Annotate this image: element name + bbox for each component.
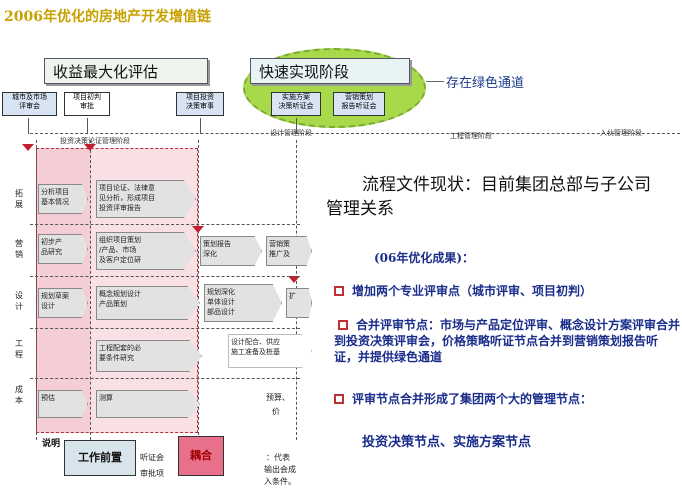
- row-sep-3: [30, 328, 300, 329]
- arrow-down-3: [200, 118, 201, 134]
- legend-left: 说明: [42, 439, 61, 449]
- cell-cost-2: 测算: [96, 390, 200, 418]
- legend-line2: 审批项: [140, 469, 164, 478]
- vline-3: [198, 140, 199, 440]
- row-sep-1: [30, 224, 300, 225]
- cell-cost-3: 预算、: [266, 393, 290, 402]
- cell-marketing-4: 营销策 推广及: [266, 236, 312, 266]
- panel-subtitle: (06年优化成果)：: [374, 251, 475, 265]
- marker-triangle-3: [192, 226, 204, 233]
- panel-heading: 流程文件现状：目前集团总部与子公司管理关系: [326, 175, 651, 219]
- arrow-down-2: [87, 118, 88, 134]
- cell-design-2: 概念规划设计 产品策划: [96, 286, 200, 320]
- panel-bullet-1: 增加两个专业评审点（城市评审、项目初判）: [334, 283, 674, 299]
- row-label-engineering: 工 程: [15, 339, 23, 359]
- row-label-cost: 成 本: [15, 385, 23, 405]
- row-label-expand: 拓 展: [15, 189, 23, 209]
- cell-design-3: 规划深化 单体设计 部品设计: [204, 284, 282, 322]
- row-sep-4: [30, 378, 300, 379]
- vline-1: [36, 140, 37, 440]
- cell-cost-1: 预估: [38, 390, 88, 418]
- coupling-box: 耦合: [178, 436, 224, 476]
- cell-engineering-1: 工程配套的必 要条件研究: [96, 340, 202, 372]
- stage-design-mgmt: 设计管理阶段: [270, 129, 312, 137]
- vline-2: [90, 140, 91, 440]
- cell-design-4: 扩: [286, 288, 312, 318]
- cell-marketing-3: 策划报告 深化: [200, 236, 262, 266]
- marker-triangle-2: [84, 144, 96, 151]
- panel-conclusion: 投资决策节点、实施方案节点: [362, 435, 532, 450]
- bullet-3-text: 评审节点合并形成了集团两个大的管理节点：: [352, 392, 593, 406]
- stage-divider: [30, 133, 680, 134]
- prework-box: 工作前置: [64, 440, 136, 476]
- phase-revenue-maximization: 收益最大化评估: [44, 58, 208, 84]
- arrow-down-4: [296, 118, 297, 134]
- review-project-invest: 项目投资 决策审事: [176, 92, 224, 116]
- bullet-square-icon: [334, 286, 344, 296]
- cell-engineering-2: 设计配合、供应 施工准备及桩基: [228, 334, 312, 368]
- cell-marketing-1: 初步产 品研究: [38, 234, 88, 264]
- bullet-1-text: 增加两个专业评审点（城市评审、项目初判）: [352, 284, 593, 298]
- row-label-marketing: 营 销: [15, 239, 23, 259]
- note-connector: [426, 81, 444, 82]
- legend-right1: ：代表: [266, 453, 290, 462]
- bullet-square-icon: [338, 320, 348, 330]
- review-project-initial: 项目初判 审批: [64, 92, 110, 116]
- bullet-2-text: 合并评审节点：市场与产品定位评审、概念设计方案评审合并到投资决策评审会，价格策略…: [334, 318, 681, 364]
- marker-triangle-1: [22, 144, 34, 151]
- status-panel: 流程文件现状：目前集团总部与子公司管理关系 (06年优化成果)： 增加两个专业评…: [312, 147, 682, 487]
- review-city-market: 城市及市场 评审会: [2, 92, 57, 116]
- panel-bullet-2: 合并评审节点：市场与产品定位评审、概念设计方案评审合并到投资决策评审会，价格策略…: [334, 317, 680, 365]
- legend-right2: 输出会成: [264, 465, 296, 474]
- row-sep-2: [30, 276, 300, 277]
- arrow-down-1: [28, 118, 29, 134]
- page-title: 2006年优化的房地产开发增值链: [4, 9, 211, 25]
- stage-move-in-mgmt: 入伙管理阶段: [600, 129, 642, 137]
- stage-invest-demo: 投资决策论证管理阶段: [60, 137, 130, 145]
- legend-line1: 听证会: [140, 453, 164, 462]
- review-plan-decision: 实施方案 决策听证会: [271, 92, 321, 116]
- cell-marketing-2: 组织项目策划 /产品、市场 及客户定位研: [96, 232, 196, 270]
- phase-fast-realization: 快速实现阶段: [250, 58, 410, 84]
- cell-cost-4: 价: [272, 407, 280, 416]
- cell-design-1: 规划草案 设计: [38, 288, 88, 318]
- row-label-design: 设 计: [15, 291, 23, 311]
- cell-expand-2: 项目论证、法律意 见分析，形成项目 投资评审报告: [96, 180, 196, 218]
- marker-triangle-4: [288, 276, 300, 283]
- green-channel-note: 存在绿色通道: [446, 76, 525, 91]
- review-marketing-plan: 营销策划 报告听证会: [333, 92, 385, 116]
- legend-right3: 入条件。: [264, 477, 296, 486]
- panel-bullet-3: 评审节点合并形成了集团两个大的管理节点：: [334, 391, 674, 407]
- bullet-square-icon: [334, 394, 344, 404]
- cell-expand-1: 分析项目 基本情况: [38, 184, 88, 214]
- stage-engineering-mgmt: 工程管理阶段: [450, 132, 492, 140]
